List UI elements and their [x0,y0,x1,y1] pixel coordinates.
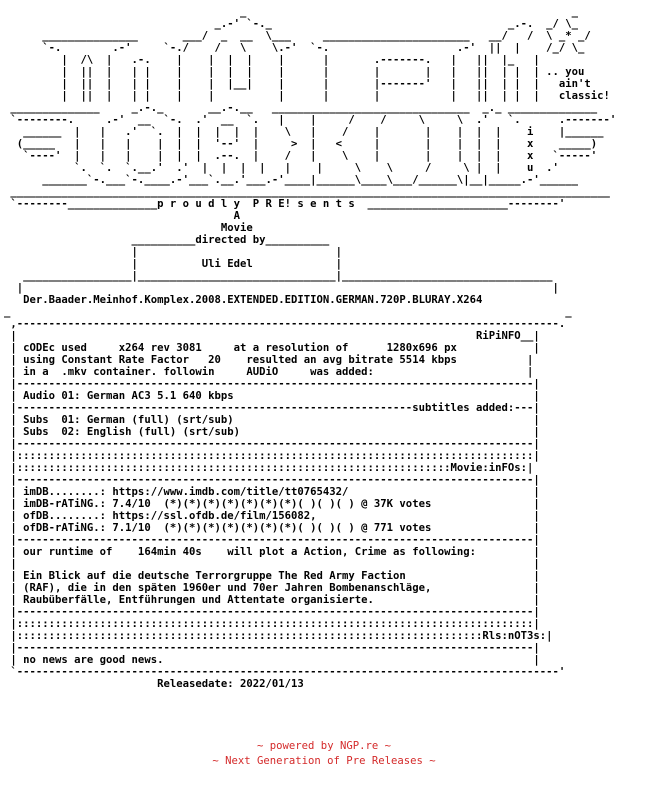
nfo-line: |:::::::::::::::::::::::::::::::::::::::… [4,630,553,642]
nfo-line: | imDB........: https://www.imdb.com/tit… [4,486,540,498]
nfo-line: `--------______________p r o u d l y P R… [4,198,566,210]
nfo-line: |---------------------------------------… [4,642,540,654]
nfo-line: | || | | | | | | | | | | | | || | | | ..… [4,66,585,78]
nfo-line: (_____ | | | | | | '--' | > | < | | | | … [4,138,598,150]
nfo-line: ,---------------------------------------… [4,318,566,330]
nfo-line: | our runtime of 164min 40s will plot a … [4,546,540,558]
nfo-line: | | [4,246,343,258]
nfo-line: | Uli Edel | [4,258,343,270]
nfo-line: | Ein Blick auf die deutsche Terrorgrupp… [4,570,540,582]
nfo-line: ______________ _.-._ __.-.__ ___________… [4,102,598,114]
nfo-line: `--------. .-' __ `-. .' __ `. | | / / \… [4,114,617,126]
nfo-line: | imDB-rATiNG.: 7.4/10 (*)(*)(*)(*)(*)(*… [4,498,540,510]
nfo-line: ________________________________________… [4,186,610,198]
nfo-line: _ _ [4,306,572,318]
nfo-line: | Subs 01: German (full) (srt/sub) | [4,414,540,426]
nfo-line: |:::::::::::::::::::::::::::::::::::::::… [4,462,534,474]
nfo-line: | || | | | | | |__| | | |-------' | || |… [4,78,591,90]
nfo-line: |:::::::::::::::::::::::::::::::::::::::… [4,450,540,462]
nfo-line: |---------------------------------------… [4,438,540,450]
nfo-line: |---------------------------------------… [4,378,540,390]
nfo-line: | ofDB-rATiNG.: 7.1/10 (*)(*)(*)(*)(*)(*… [4,522,540,534]
nfo-line: _______`-.___`-.____.-'___`.__.'___.-'__… [4,174,579,186]
nfo-line: _ _ [4,6,579,18]
nfo-line: __________directed by__________ [4,234,330,246]
powered-by-text: ~ powered by NGP.re ~ [257,740,391,752]
footer: ~ powered by NGP.re ~ ~ Next Generation … [0,739,648,769]
nfo-line: | | [4,282,559,294]
nfo-line: | Subs 02: English (full) (srt/sub) | [4,426,540,438]
nfo-line: | || | | | | | | | | | || | | | classic! [4,90,610,102]
nfo-line: `---------------------------------------… [4,666,566,678]
nfo-line: | using Constant Rate Factor 20 resulted… [4,354,534,366]
nfo-line: | Raubüberfälle, Entführungen und Attent… [4,594,540,606]
nfo-line: | | [4,558,540,570]
nfo-line: _________________|______________________… [4,270,553,282]
nfo-line: |---------------------------------------… [4,606,540,618]
nfo-line: | ofDB........: https://ssl.ofdb.de/film… [4,510,540,522]
nfo-line: Der.Baader.Meinhof.Komplex.2008.EXTENDED… [4,294,483,306]
nfo-line: _______________ ___/ _ __ \___ _________… [4,30,591,42]
nfo-line: | (RAF), die in den späten 1960er und 70… [4,582,540,594]
nfo-line: |---------------------------------------… [4,474,540,486]
nfo-line: Movie [4,222,253,234]
nfo-line: |---------------------------------------… [4,402,540,414]
nfo-line: | no news are good news. | [4,654,540,666]
nfo-line: _.-' `-._ _.-. _/ \_ [4,18,579,30]
nfo-line: | cODEc used x264 rev 3081 at a resoluti… [4,342,540,354]
nfo-line: | in a .mkv container. followin AUDiO wa… [4,366,534,378]
nfo-line: | RiPiNFO__| [4,330,540,342]
nfo-line: A [4,210,240,222]
nfo-line: Releasedate: 2022/01/13 [4,678,304,690]
nfo-line: ______ | | .' `. | | | | | \ | / | | | |… [4,126,604,138]
nfo-line: |:::::::::::::::::::::::::::::::::::::::… [4,618,540,630]
nfo-line: `-. .-' `-./ / \ \.-' `-. .-' || | /_/ \… [4,42,585,54]
nfo-line: |---------------------------------------… [4,534,540,546]
tagline-text: ~ Next Generation of Pre Releases ~ [212,755,436,767]
nfo-line: `----' | | | | | | .--. | / | \ | | | | … [4,150,598,162]
nfo-line: | /\ | .-. | | | | | | .-------. | || |_… [4,54,540,66]
nfo-line: | Audio 01: German AC3 5.1 640 kbps | [4,390,540,402]
nfo-line: `. `. `.__.' .' | | | | | | \ \ / \ | | … [4,162,559,174]
nfo-text: _ _ _.-' `-._ _.-. _/ \_ _______________… [4,6,644,690]
